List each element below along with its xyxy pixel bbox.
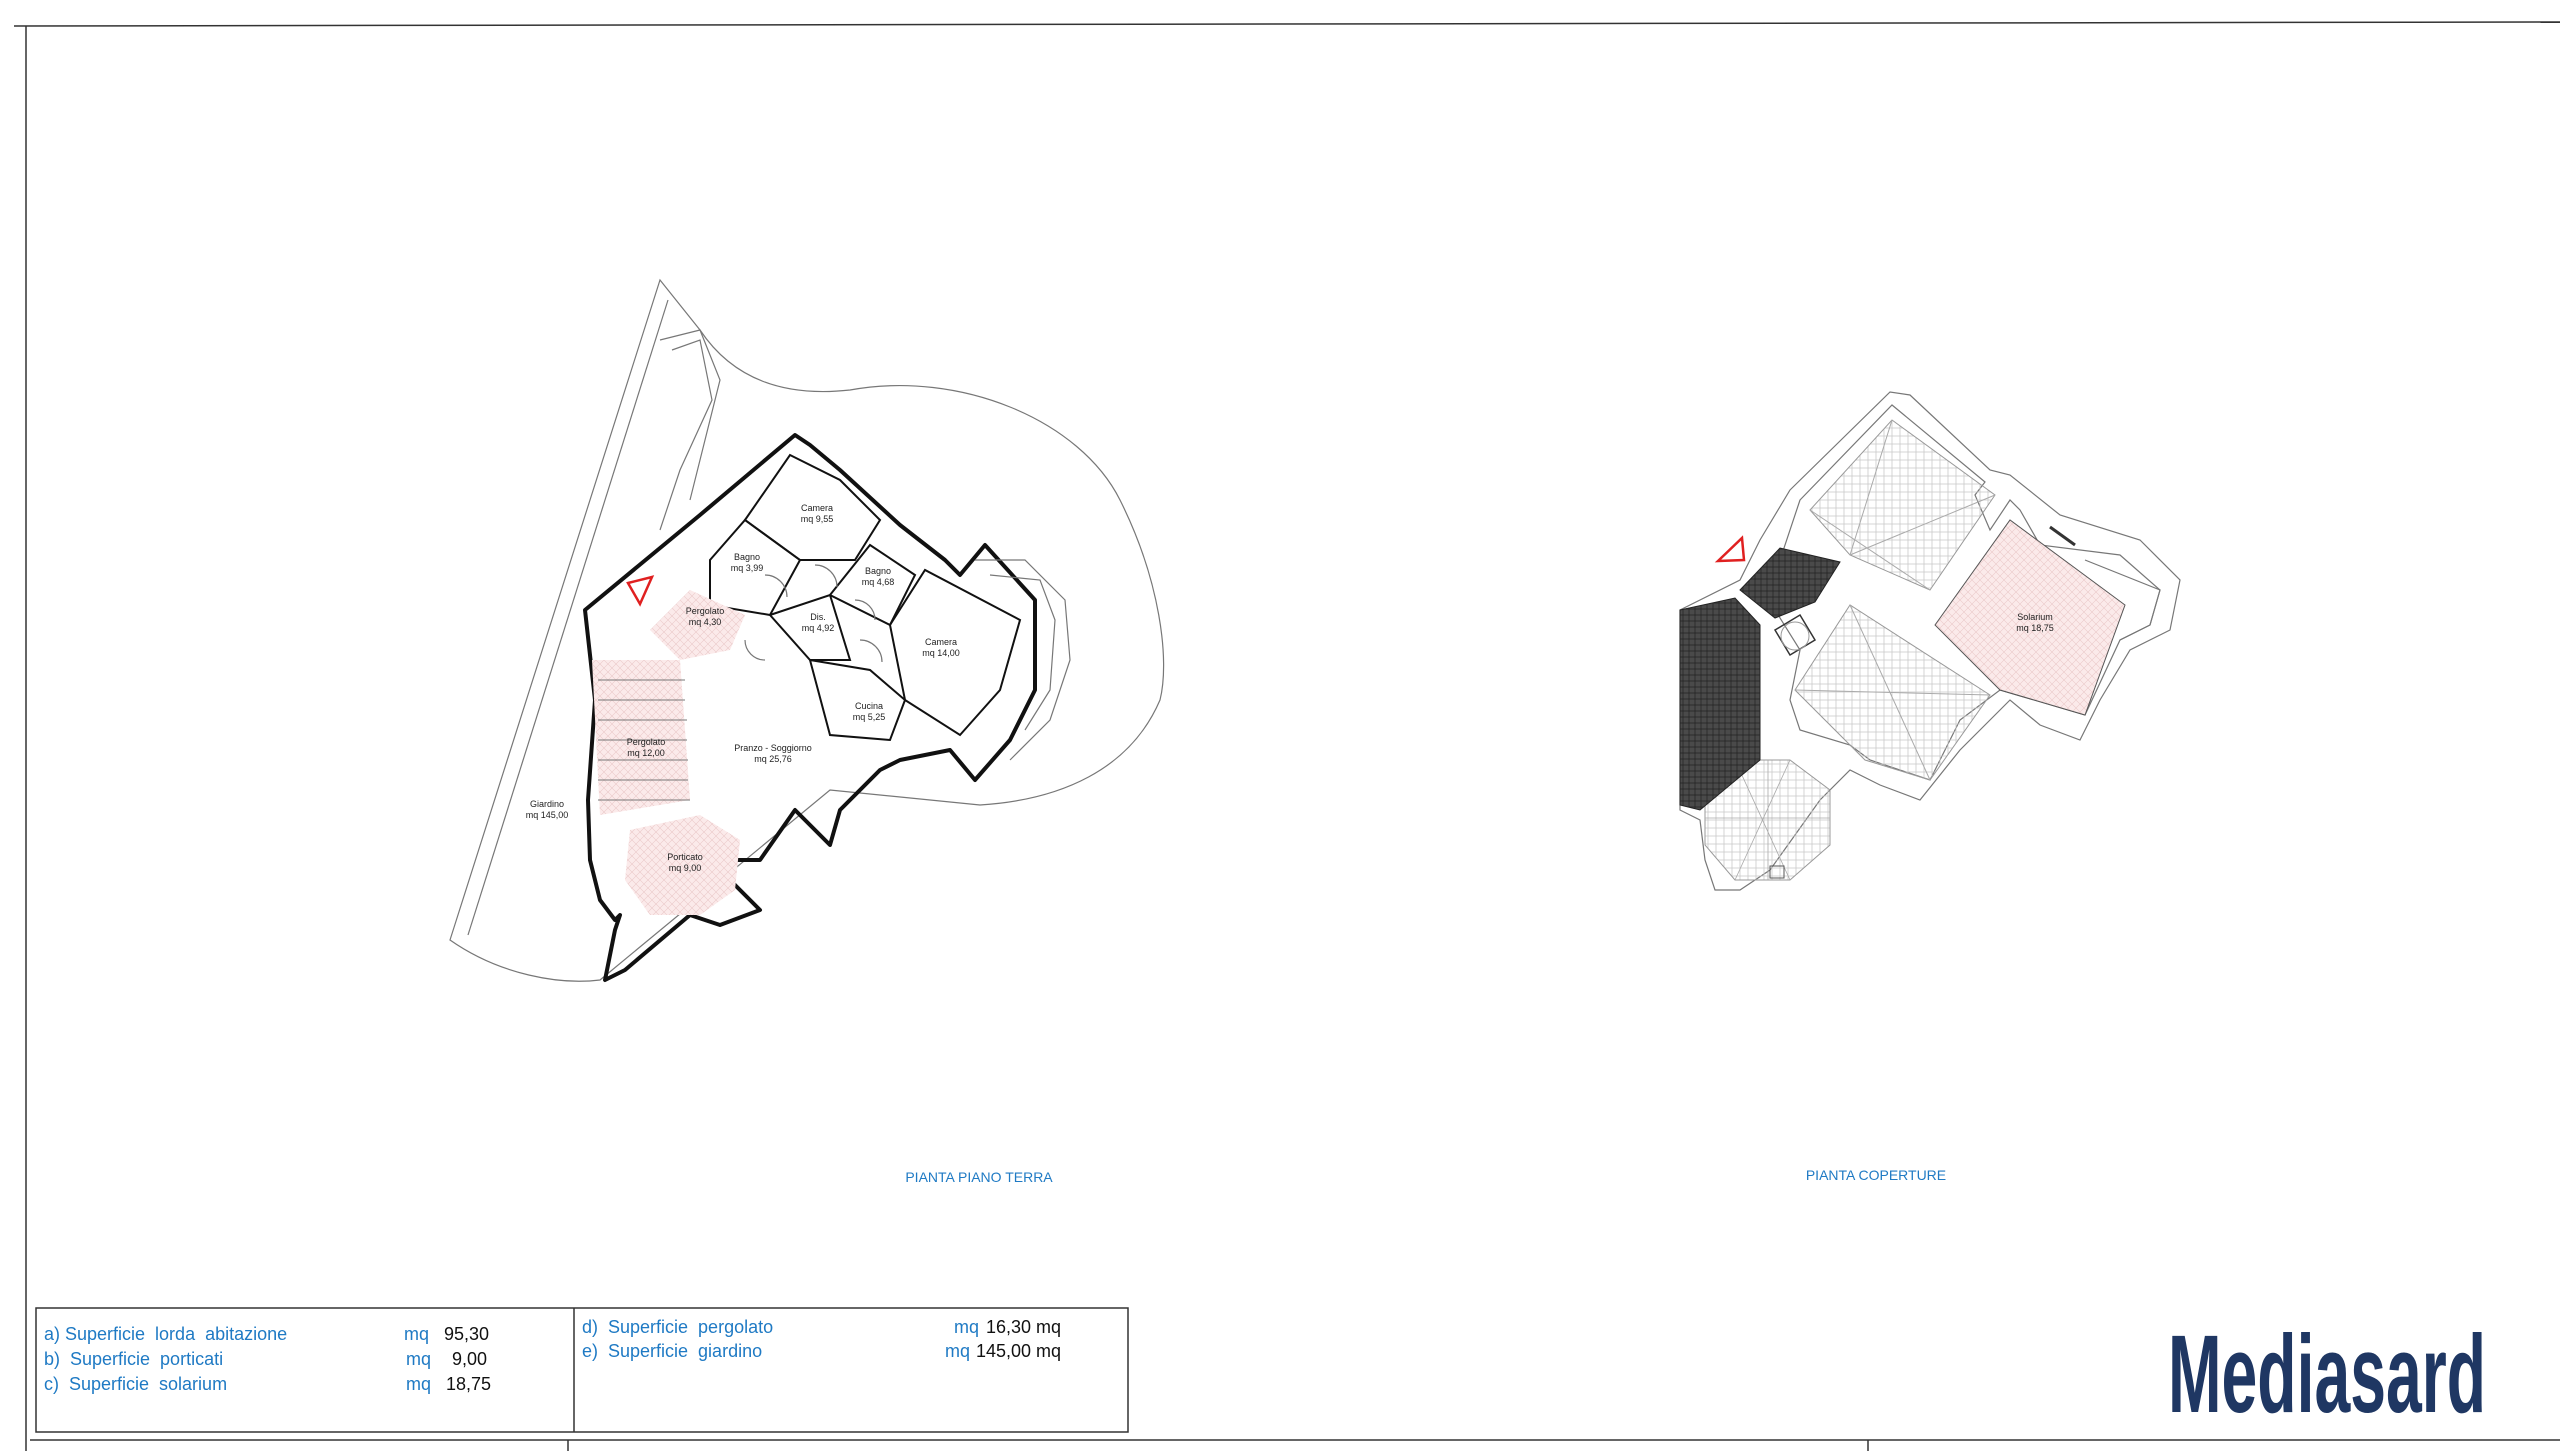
summary-value: 145,00 mq	[976, 1341, 1061, 1361]
north-arrow-icon	[626, 575, 655, 607]
summary-label: b) Superficie porticati	[44, 1349, 223, 1369]
dark-roof	[1679, 597, 1761, 811]
north-arrow-icon	[1714, 535, 1746, 563]
room-label: Dis.mq 4,92	[802, 612, 835, 633]
summary-value: 18,75	[446, 1374, 491, 1394]
surface-summary-table: a) Superficie lorda abitazione mq 95,30 …	[35, 1307, 1129, 1433]
plan-caption: PIANTA COPERTURE	[1806, 1167, 1946, 1183]
summary-label: a) Superficie lorda abitazione	[44, 1324, 287, 1344]
summary-label: c) Superficie solarium	[44, 1374, 227, 1394]
summary-unit: mq	[945, 1341, 970, 1361]
summary-unit: mq	[406, 1374, 431, 1394]
summary-unit: mq	[404, 1324, 429, 1344]
summary-value: 9,00	[452, 1349, 487, 1369]
summary-unit: mq	[954, 1317, 979, 1337]
summary-value: 16,30 mq	[986, 1317, 1061, 1337]
solarium-area	[1934, 519, 2126, 716]
summary-value: 95,30	[444, 1324, 489, 1344]
roof-pitch	[1809, 419, 1996, 591]
garden-boundary	[449, 278, 1165, 982]
roof-outline	[1679, 391, 2181, 891]
dark-roof	[1739, 547, 1841, 619]
summary-label: e) Superficie giardino	[582, 1341, 762, 1361]
sheet-frame	[13, 21, 2560, 1451]
summary-unit: mq	[406, 1349, 431, 1369]
summary-label: d) Superficie pergolato	[582, 1317, 773, 1337]
brand-logo: Mediasard	[2168, 1313, 2486, 1436]
plan-caption: PIANTA PIANO TERRA	[905, 1169, 1053, 1185]
building-outline	[583, 433, 1037, 982]
